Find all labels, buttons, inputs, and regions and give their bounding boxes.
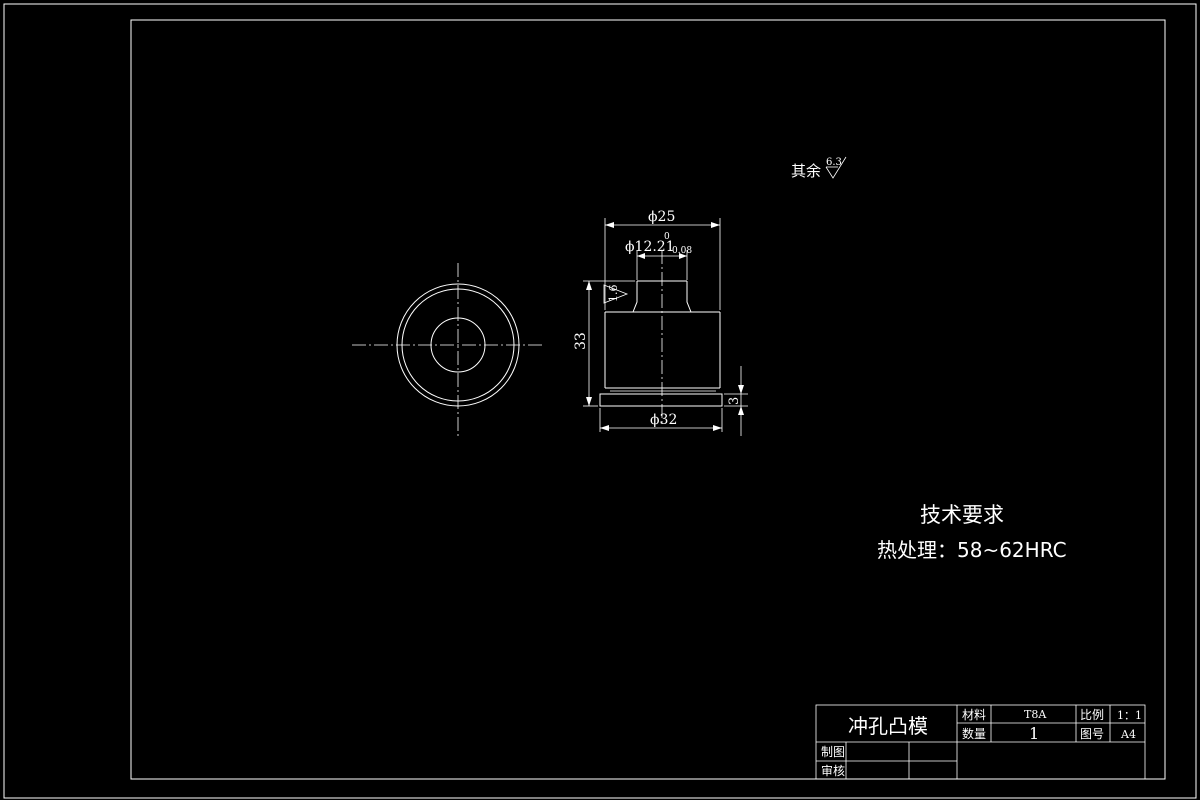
roughness-value: 1.6: [607, 285, 620, 303]
inner-frame: [130, 19, 1166, 780]
outer-dia-label: ϕ25: [648, 209, 675, 225]
material-value: T8A: [1024, 708, 1047, 721]
checked-by-label: 审核: [821, 763, 845, 778]
arrow-flange-bottom: [738, 406, 744, 415]
arrow-height-bottom: [586, 397, 592, 406]
inner-dia-label: ϕ12.21: [625, 239, 675, 255]
arrow-base-left: [600, 425, 609, 431]
height-label: 33: [573, 332, 589, 350]
tip-right-edge: [686, 281, 692, 313]
arrow-flange-top: [738, 385, 744, 394]
arrow-inner-left: [637, 253, 645, 259]
tip-left-edge: [632, 281, 638, 313]
arrow-inner-right: [679, 253, 687, 259]
other-roughness-value: 6.3: [826, 157, 842, 168]
top-view: [352, 263, 545, 437]
drawing-no-value: A4: [1120, 728, 1136, 741]
other-roughness-label: 其余: [791, 162, 821, 180]
base-dia-label: ϕ32: [650, 412, 677, 428]
quantity-label: 数量: [962, 726, 986, 741]
part-name: 冲孔凸模: [848, 714, 928, 738]
drawing-no-label: 图号: [1080, 727, 1104, 741]
quantity-value: 1: [1029, 724, 1039, 743]
tech-title: 技术要求: [920, 503, 1004, 527]
scale-label: 比例: [1080, 708, 1104, 722]
other-roughness-note: 其余 6.3: [791, 156, 847, 180]
title-block: 冲孔凸模 材料 T8A 数量 1 比例 1：1 图号 A4 制图 审核: [815, 704, 1146, 780]
heat-treatment-note: 热处理：58~62HRC: [877, 538, 1067, 562]
other-roughness-symbol: [825, 156, 847, 179]
flange-height-label: 3: [727, 397, 742, 405]
material-label: 材料: [962, 708, 986, 722]
arrow-base-right: [713, 425, 722, 431]
inner-dia-upper-tol: 0: [664, 232, 670, 242]
scale-value: 1：1: [1117, 709, 1142, 722]
drawn-by-label: 制图: [821, 745, 845, 759]
arrow-height-top: [586, 281, 592, 290]
inner-dia-lower-tol: -0.08: [669, 246, 692, 256]
arrow-left: [605, 222, 614, 228]
roughness-symbol: [603, 284, 629, 304]
outer-frame: [3, 3, 1197, 799]
arrow-right: [711, 222, 720, 228]
flange: [599, 393, 723, 407]
front-view: ϕ25 ϕ12.21 0 -0.08 33 1.6 ϕ32 3: [573, 209, 748, 436]
